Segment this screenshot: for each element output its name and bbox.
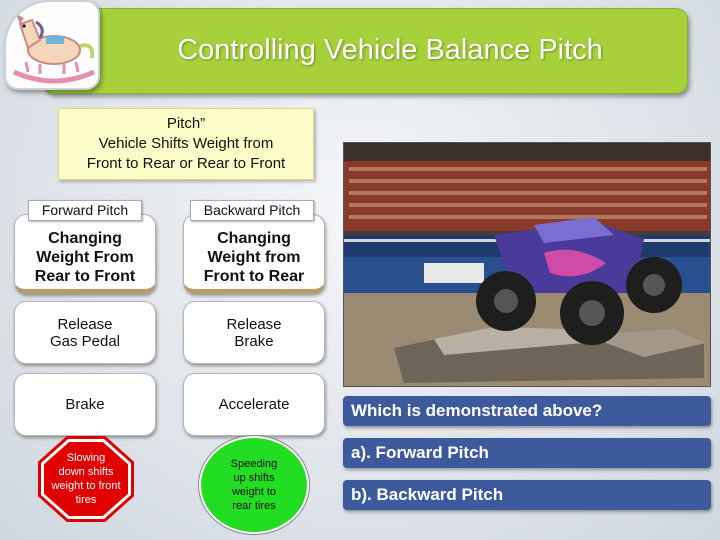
go-line3: weight to bbox=[231, 486, 277, 498]
forward-action2-text: Brake bbox=[65, 396, 105, 413]
pitch-definition-box: Pitch” Vehicle Shifts Weight from Front … bbox=[58, 108, 314, 180]
forward-action1-line2: Gas Pedal bbox=[49, 332, 121, 350]
forward-action1-line1: Release bbox=[57, 315, 113, 333]
stop-line4: tires bbox=[75, 494, 97, 506]
stop-sign: Slowing down shifts weight to front tire… bbox=[44, 442, 128, 516]
page-title: Controlling Vehicle Balance Pitch bbox=[177, 34, 603, 66]
stop-line2: down shifts bbox=[58, 466, 114, 478]
backward-action2-text: Accelerate bbox=[218, 396, 290, 413]
backward-action2-card: Accelerate bbox=[183, 373, 325, 436]
forward-action2-card: Brake bbox=[14, 373, 156, 436]
question-box: Which is demonstrated above? bbox=[343, 396, 711, 426]
pitch-line1: Pitch” bbox=[166, 115, 206, 132]
stop-line3: weight to front bbox=[51, 480, 121, 492]
backward-action1-line2: Brake bbox=[234, 332, 274, 350]
go-line1: Speeding bbox=[230, 458, 278, 470]
backward-desc-line2: Weight from bbox=[207, 248, 301, 266]
forward-pitch-tag: Forward Pitch bbox=[28, 200, 142, 221]
forward-desc-line3: Rear to Front bbox=[34, 267, 136, 285]
go-line4: rear tires bbox=[232, 500, 276, 512]
forward-desc-card: Changing Weight From Rear to Front bbox=[14, 214, 156, 294]
title-banner bbox=[42, 8, 688, 94]
forward-desc-line2: Weight From bbox=[36, 248, 134, 266]
backward-desc-line1: Changing bbox=[217, 229, 291, 247]
forward-action1-card: Release Gas Pedal bbox=[14, 301, 156, 364]
go-circle: Speeding up shifts weight to rear tires bbox=[199, 436, 309, 534]
rocking-horse-icon bbox=[4, 0, 100, 90]
answer-a[interactable]: a). Forward Pitch bbox=[343, 438, 711, 468]
go-line2: up shifts bbox=[233, 472, 275, 484]
backward-desc-card: Changing Weight from Front to Rear bbox=[183, 214, 325, 294]
forward-desc-line1: Changing bbox=[48, 229, 122, 247]
monster-truck-photo bbox=[343, 142, 711, 387]
backward-desc-line3: Front to Rear bbox=[203, 267, 305, 285]
pitch-line3: Front to Rear or Rear to Front bbox=[86, 155, 286, 172]
pitch-line2: Vehicle Shifts Weight from bbox=[98, 135, 274, 152]
stop-line1: Slowing bbox=[66, 452, 106, 464]
answer-b[interactable]: b). Backward Pitch bbox=[343, 480, 711, 510]
backward-pitch-tag: Backward Pitch bbox=[190, 200, 314, 221]
backward-action1-card: Release Brake bbox=[183, 301, 325, 364]
backward-action1-line1: Release bbox=[226, 315, 282, 333]
